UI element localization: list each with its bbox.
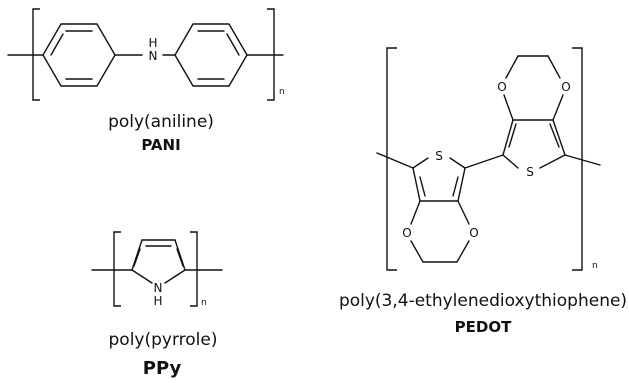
- pedot-atom-o-bottom-left: O: [402, 226, 411, 240]
- pani-structure: H N n poly(aniline) PANI: [7, 8, 285, 154]
- ppy-bonds: [91, 239, 223, 284]
- pedot-abbreviation: PEDOT: [455, 318, 512, 336]
- ppy-structure: N H n poly(pyrrole) PPy: [91, 231, 223, 379]
- pani-atom-h: H: [148, 36, 157, 50]
- pani-abbreviation: PANI: [141, 136, 180, 154]
- pedot-atom-s-left: S: [435, 149, 443, 163]
- pedot-atom-o-top-left: O: [497, 80, 506, 94]
- pedot-subscript: n: [592, 261, 598, 271]
- pani-brackets: [32, 8, 275, 101]
- ppy-brackets: [113, 231, 198, 307]
- pani-atom-n: N: [149, 49, 158, 63]
- pedot-atom-o-bottom-right: O: [469, 226, 478, 240]
- ppy-atom-n: N: [154, 281, 163, 295]
- pani-name: poly(aniline): [108, 112, 214, 132]
- pedot-bonds: [376, 55, 601, 263]
- ppy-subscript: n: [201, 298, 207, 308]
- pedot-brackets: [386, 47, 583, 271]
- ppy-abbreviation: PPy: [143, 358, 182, 379]
- ppy-name: poly(pyrrole): [109, 330, 218, 350]
- pedot-name: poly(3,4-ethylenedioxythiophene): [339, 291, 627, 311]
- pedot-atom-s-right: S: [526, 165, 534, 179]
- pedot-structure: O O S S O O n poly(3,4-ethylenedioxythio…: [339, 47, 627, 336]
- pedot-atom-o-top-right: O: [561, 80, 570, 94]
- pani-subscript: n: [279, 87, 285, 97]
- ppy-atom-h: H: [153, 294, 162, 308]
- pani-bonds: [7, 23, 284, 87]
